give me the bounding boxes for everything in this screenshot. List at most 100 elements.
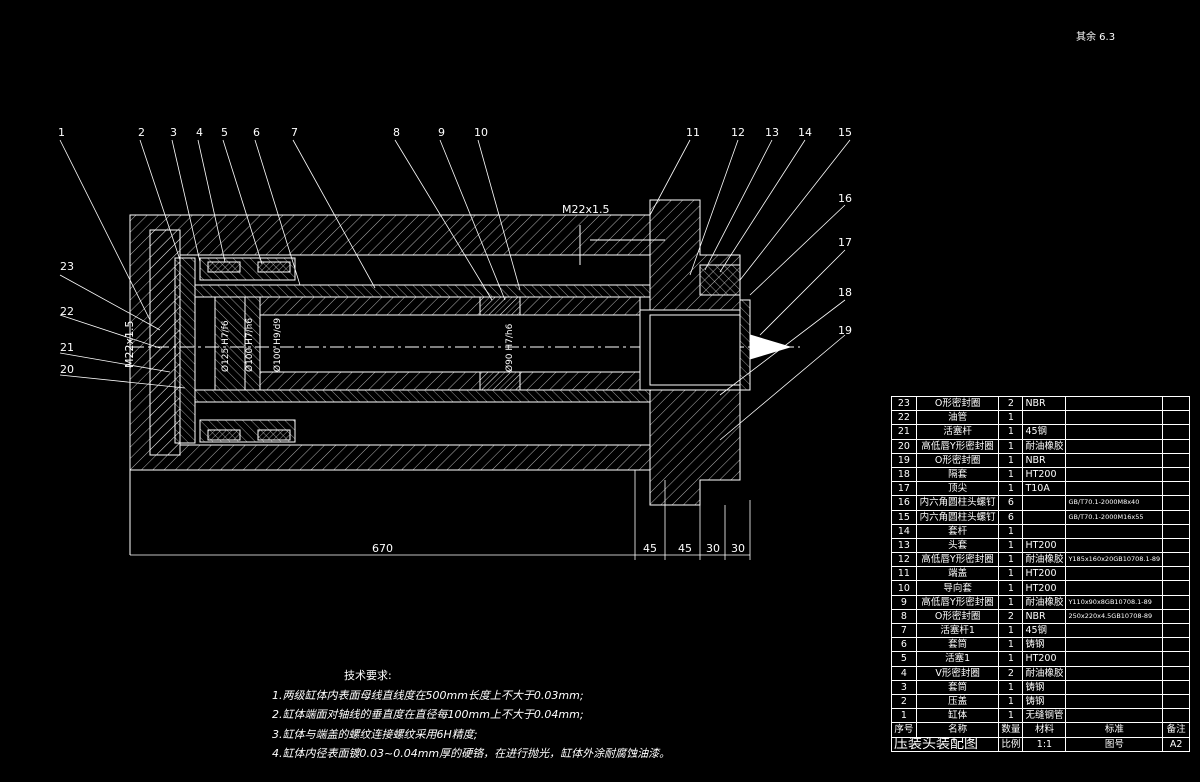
bom-cell-note (1162, 395, 1190, 412)
requirement-2: 2.缸体端面对轴线的垂直度在直径每100mm上不大于0.04mm; (272, 708, 584, 721)
balloon-23: 23 (60, 260, 74, 273)
requirement-3: 3.缸体与端盖的螺纹连接螺纹采用6H精度; (272, 727, 478, 741)
bom-cell-name: 套杆 (915, 523, 1000, 539)
bom-cell-name: 高低唇Y形密封圈 (915, 438, 1000, 454)
bom-cell-note (1162, 708, 1190, 724)
bom-cell-name: O形密封圈 (915, 608, 1000, 625)
bom-cell-no: 13 (891, 537, 917, 554)
bom-cell-mat: 耐油橡胶 (1022, 552, 1067, 568)
bom-cell-qty: 1 (998, 566, 1024, 582)
bom-cell-name: 油管 (915, 410, 1000, 426)
bom-cell-mat: 铸钢 (1022, 693, 1067, 710)
bom-cell-std: Y185x160x20GB10708.1-89 (1065, 552, 1164, 568)
bom-cell-note (1162, 679, 1190, 695)
bom-cell-std (1065, 466, 1164, 483)
bom-cell-qty: 1 (998, 622, 1024, 639)
bom-cell-mat (1022, 495, 1067, 511)
bom-cell-no: 20 (891, 438, 917, 454)
bom-cell-note (1162, 566, 1190, 582)
requirements-title: 技术要求: (344, 669, 392, 682)
bom-cell-mat: HT200 (1022, 651, 1067, 667)
dimension-texts: M22x1.5 M22x1.5 670 45 45 30 30 Ø125 H7/… (123, 203, 745, 555)
balloon-13: 13 (765, 126, 779, 139)
bom-cell-qty: 1 (998, 679, 1024, 695)
bom-cell-no: 17 (891, 481, 917, 497)
bom-cell-mat: NBR (1022, 608, 1067, 625)
bom-header-qty: 数量 (998, 722, 1024, 738)
bom-cell-mat: HT200 (1022, 466, 1067, 483)
bom-cell-name: 导向套 (915, 580, 1000, 596)
bom-cell-qty: 1 (998, 594, 1024, 610)
bom-cell-name: 端盖 (915, 566, 1000, 582)
bom-cell-mat: T10A (1022, 481, 1067, 497)
bom-cell-no: 8 (891, 608, 917, 625)
bom-cell-qty: 1 (998, 537, 1024, 554)
drawing-no: A2 (1162, 736, 1190, 752)
piston-rod (130, 284, 800, 403)
bom-cell-name: 缸体 (915, 708, 1000, 724)
bom-cell-no: 7 (891, 622, 917, 639)
title-block: 压装头装配图 比例 1:1 图号 A2 (890, 736, 1190, 752)
bom-cell-note (1162, 622, 1190, 639)
dim-45a: 45 (643, 542, 657, 555)
surface-roughness-note: 其余 6.3 (1076, 32, 1116, 43)
bom-cell-note (1162, 452, 1190, 468)
bom-cell-no: 23 (891, 395, 917, 412)
bom-cell-std: GB/T70.1-2000M8x40 (1065, 495, 1164, 511)
fit-2: Ø100 H7/h6 (244, 318, 255, 372)
balloon-16: 16 (838, 192, 852, 205)
bom-header-name: 名称 (915, 722, 1000, 738)
thread-label-left: M22x1.5 (123, 321, 136, 369)
bom-cell-no: 3 (891, 679, 917, 695)
bom-cell-no: 14 (891, 523, 917, 539)
bom-cell-qty: 6 (998, 509, 1024, 525)
bom-header: 序号 名称 数量 材料 标准 备注 (891, 722, 1190, 738)
technical-requirements: 技术要求: 1.两级缸体内表面母线直线度在500mm长度上不大于0.03mm; … (272, 666, 862, 764)
bom-cell-std (1065, 651, 1164, 667)
bom-cell-note (1162, 495, 1190, 511)
rear-cover (174, 257, 296, 444)
bom-cell-no: 5 (891, 651, 917, 667)
scale-label: 比例 (998, 736, 1024, 752)
bom-cell-no: 18 (891, 466, 917, 483)
balloon-10: 10 (474, 126, 488, 139)
balloon-6: 6 (253, 126, 260, 139)
bom-cell-note (1162, 523, 1190, 539)
dim-670: 670 (372, 542, 393, 555)
bom-cell-note (1162, 410, 1190, 426)
bom-cell-note (1162, 693, 1190, 710)
bom-cell-qty: 1 (998, 708, 1024, 724)
bom-cell-mat: 无缝钢管 (1022, 708, 1067, 724)
bom-cell-qty: 2 (998, 665, 1024, 681)
balloon-8: 8 (393, 126, 400, 139)
bom-cell-no: 9 (891, 594, 917, 610)
fit-4: Ø90 H7/h6 (504, 323, 515, 372)
bom-cell-mat: 铸钢 (1022, 679, 1067, 695)
bom-cell-note (1162, 481, 1190, 497)
dimension-lines (130, 470, 751, 560)
bom-cell-name: 活塞1 (915, 651, 1000, 667)
bom-header-no: 序号 (891, 722, 917, 738)
bom-cell-std (1065, 438, 1164, 454)
bom-cell-mat: 耐油橡胶 (1022, 594, 1067, 610)
bom-cell-qty: 1 (998, 651, 1024, 667)
bom-cell-mat: 耐油橡胶 (1022, 665, 1067, 681)
fit-1: Ø125 H7/f6 (220, 320, 231, 372)
bom-cell-name: V形密封圈 (915, 665, 1000, 681)
bom-cell-qty: 1 (998, 693, 1024, 710)
bom-cell-qty: 1 (998, 410, 1024, 426)
bom-cell-note (1162, 438, 1190, 454)
